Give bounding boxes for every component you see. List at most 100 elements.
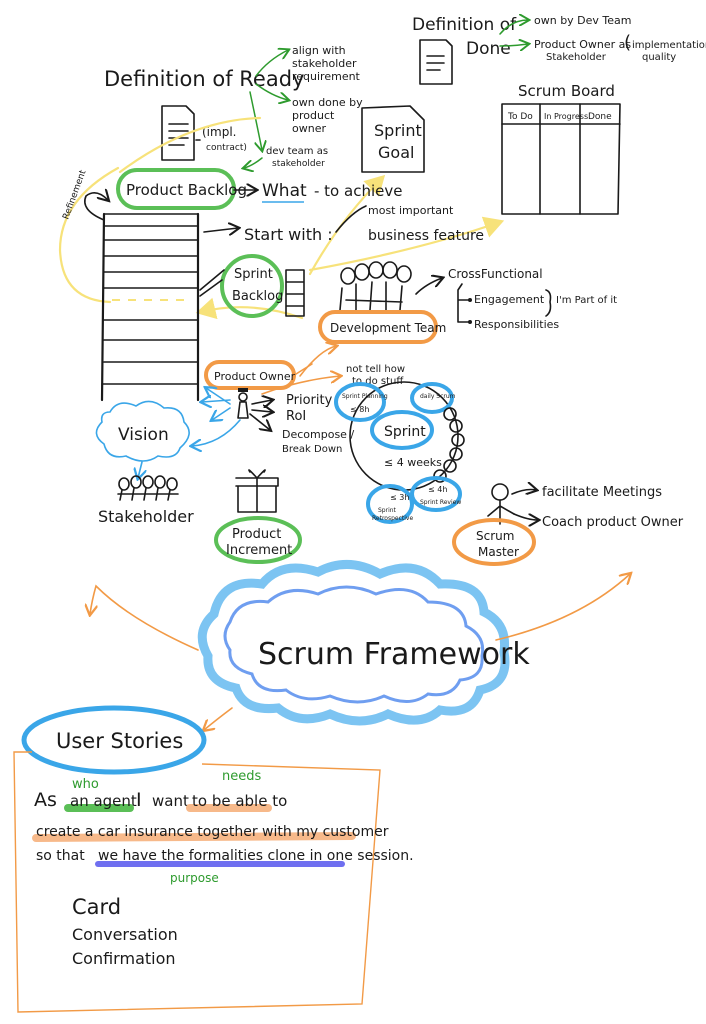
scrum-master-2: Master bbox=[478, 545, 519, 559]
roi-label: RoI bbox=[286, 409, 306, 424]
sprint-goal: Sprint Goal bbox=[361, 105, 425, 173]
user-stories-title: User Stories bbox=[56, 729, 183, 753]
sprint-review-time: ≤ 4h bbox=[428, 485, 447, 494]
scrum-master-figure-icon bbox=[487, 483, 515, 525]
retrospective-outline bbox=[366, 484, 414, 524]
sprint-outline bbox=[370, 410, 434, 450]
coach-label: Coach product Owner bbox=[542, 515, 684, 530]
decompose-2: Break Down bbox=[282, 444, 342, 455]
retrospective-label-2: Retrospective bbox=[372, 515, 413, 522]
sprint-backlog-2: Backlog bbox=[232, 289, 283, 304]
not-tell-1: not tell how bbox=[346, 364, 405, 375]
dor-align-1: align with bbox=[292, 44, 346, 57]
dor-align-3: requirement bbox=[292, 70, 361, 83]
cross-functional-label: CrossFunctional bbox=[448, 267, 543, 281]
stakeholder: Stakeholder bbox=[98, 475, 194, 526]
dor-align-2: stakeholder bbox=[292, 57, 357, 70]
product-owner-label: Product Owner bbox=[214, 370, 296, 383]
dod-quality-2: quality bbox=[642, 52, 676, 63]
product-backlog-outline bbox=[116, 168, 236, 210]
board-col-done: Done bbox=[588, 112, 612, 122]
sprint-goal-2: Goal bbox=[378, 143, 414, 162]
part-of-it-label: I'm Part of it bbox=[556, 295, 617, 306]
facilitate-label: facilitate Meetings bbox=[542, 485, 662, 500]
dod-own-by: own by Dev Team bbox=[534, 14, 632, 27]
dod-paren-open: ( bbox=[624, 32, 631, 53]
dod-po-2: Stakeholder bbox=[546, 52, 607, 63]
confirmation-label: Confirmation bbox=[72, 949, 176, 968]
product-owner: Product Owner not tell how to do stuff P… bbox=[192, 346, 405, 455]
product-increment: Product Increment bbox=[214, 469, 302, 564]
vision-label: Vision bbox=[118, 425, 169, 445]
vision: Vision bbox=[95, 400, 190, 478]
sprint-goal-1: Sprint bbox=[374, 121, 422, 140]
what-label: What bbox=[262, 181, 307, 201]
decompose-1: Decompose / bbox=[282, 428, 354, 441]
dod-quality-1: implementation bbox=[632, 40, 706, 51]
user-stories-outline bbox=[21, 705, 207, 775]
dor-own-1: own done by bbox=[292, 96, 363, 109]
responsibilities-label: Responsibilities bbox=[474, 318, 559, 331]
sprint-backlog-outline bbox=[220, 254, 284, 318]
sprint-review-label: Sprint Review bbox=[420, 499, 461, 506]
dor-own-3: owner bbox=[292, 122, 326, 135]
dor-impl-2: contract) bbox=[206, 143, 247, 153]
dor-dev-1: dev team as bbox=[266, 146, 328, 157]
stakeholder-people-icon bbox=[117, 475, 179, 501]
product-backlog: Product Backlog What - to achieve Refine… bbox=[61, 168, 484, 402]
scrum-master-outline bbox=[452, 518, 536, 566]
sprint-cycle: Sprint Planning ≤ 8h Sprint ≤ 4 weeks da… bbox=[334, 381, 465, 524]
team-people-icon bbox=[339, 261, 412, 311]
product-increment-2: Increment bbox=[226, 543, 292, 558]
sprint-review-outline bbox=[410, 476, 462, 512]
engagement-label: Engagement bbox=[474, 293, 545, 306]
backlog-stack bbox=[100, 212, 200, 402]
dor-dev-2: stakeholder bbox=[272, 159, 325, 169]
dod-po-1: Product Owner as bbox=[534, 38, 631, 51]
board-col-todo: To Do bbox=[507, 112, 533, 122]
daily-scrum-label: daily Scrum bbox=[420, 393, 456, 400]
priority-label: Priority bbox=[286, 393, 333, 408]
sprint-planning-outline bbox=[334, 382, 386, 422]
definition-of-done: Definition of Done own by Dev Team Produ… bbox=[412, 14, 706, 85]
story-want: want bbox=[152, 792, 189, 810]
dod-title-2: Done bbox=[466, 39, 511, 59]
gift-icon bbox=[235, 469, 279, 513]
development-team-outline bbox=[318, 310, 438, 344]
product-increment-1: Product bbox=[232, 527, 281, 542]
conversation-label: Conversation bbox=[72, 925, 178, 944]
card-label: Card bbox=[72, 895, 121, 919]
story-agent: an agent bbox=[70, 792, 137, 810]
user-stories-frame bbox=[13, 751, 381, 1013]
story-able: to be able to bbox=[192, 792, 287, 810]
needs-label: needs bbox=[222, 769, 261, 784]
scrum-board: Scrum Board To Do In Progress Done bbox=[501, 82, 621, 215]
dor-document-icon bbox=[161, 105, 195, 161]
story-so-that: so that bbox=[36, 848, 85, 864]
to-achieve-label: - to achieve bbox=[314, 182, 402, 200]
scrum-board-title: Scrum Board bbox=[518, 82, 615, 100]
sprint-planning-time: ≤ 8h bbox=[350, 405, 369, 414]
product-owner-figure-icon bbox=[237, 388, 249, 419]
sprint-label: Sprint bbox=[384, 424, 426, 440]
feature-line-1: most important bbox=[368, 204, 454, 217]
scrum-master: facilitate Meetings Coach product Owner … bbox=[452, 483, 684, 566]
retrospective-time: ≤ 3h bbox=[390, 493, 409, 502]
framework-cloud-inner bbox=[223, 585, 485, 704]
dor-title: Definition of Ready bbox=[104, 67, 304, 91]
purpose-label: purpose bbox=[170, 871, 219, 885]
board-col-inprogress: In Progress bbox=[544, 112, 588, 121]
development-team: Development Team CrossFunctional Engagem… bbox=[318, 261, 617, 344]
sprint-weeks: ≤ 4 weeks bbox=[384, 456, 442, 469]
daily-scrum-loops bbox=[410, 382, 465, 483]
dor-own-2: product bbox=[292, 109, 335, 122]
scrum-framework: Scrum Framework bbox=[90, 559, 630, 730]
retrospective-label-1: Sprint bbox=[378, 507, 397, 514]
product-owner-outline bbox=[204, 360, 296, 390]
story-i: I bbox=[136, 789, 142, 811]
definition-of-ready: Definition of Ready align with stakehold… bbox=[104, 44, 363, 169]
story-line-2: create a car insurance together with my … bbox=[36, 824, 389, 840]
framework-title: Scrum Framework bbox=[258, 637, 530, 672]
not-tell-2: to do stuff bbox=[352, 376, 404, 387]
